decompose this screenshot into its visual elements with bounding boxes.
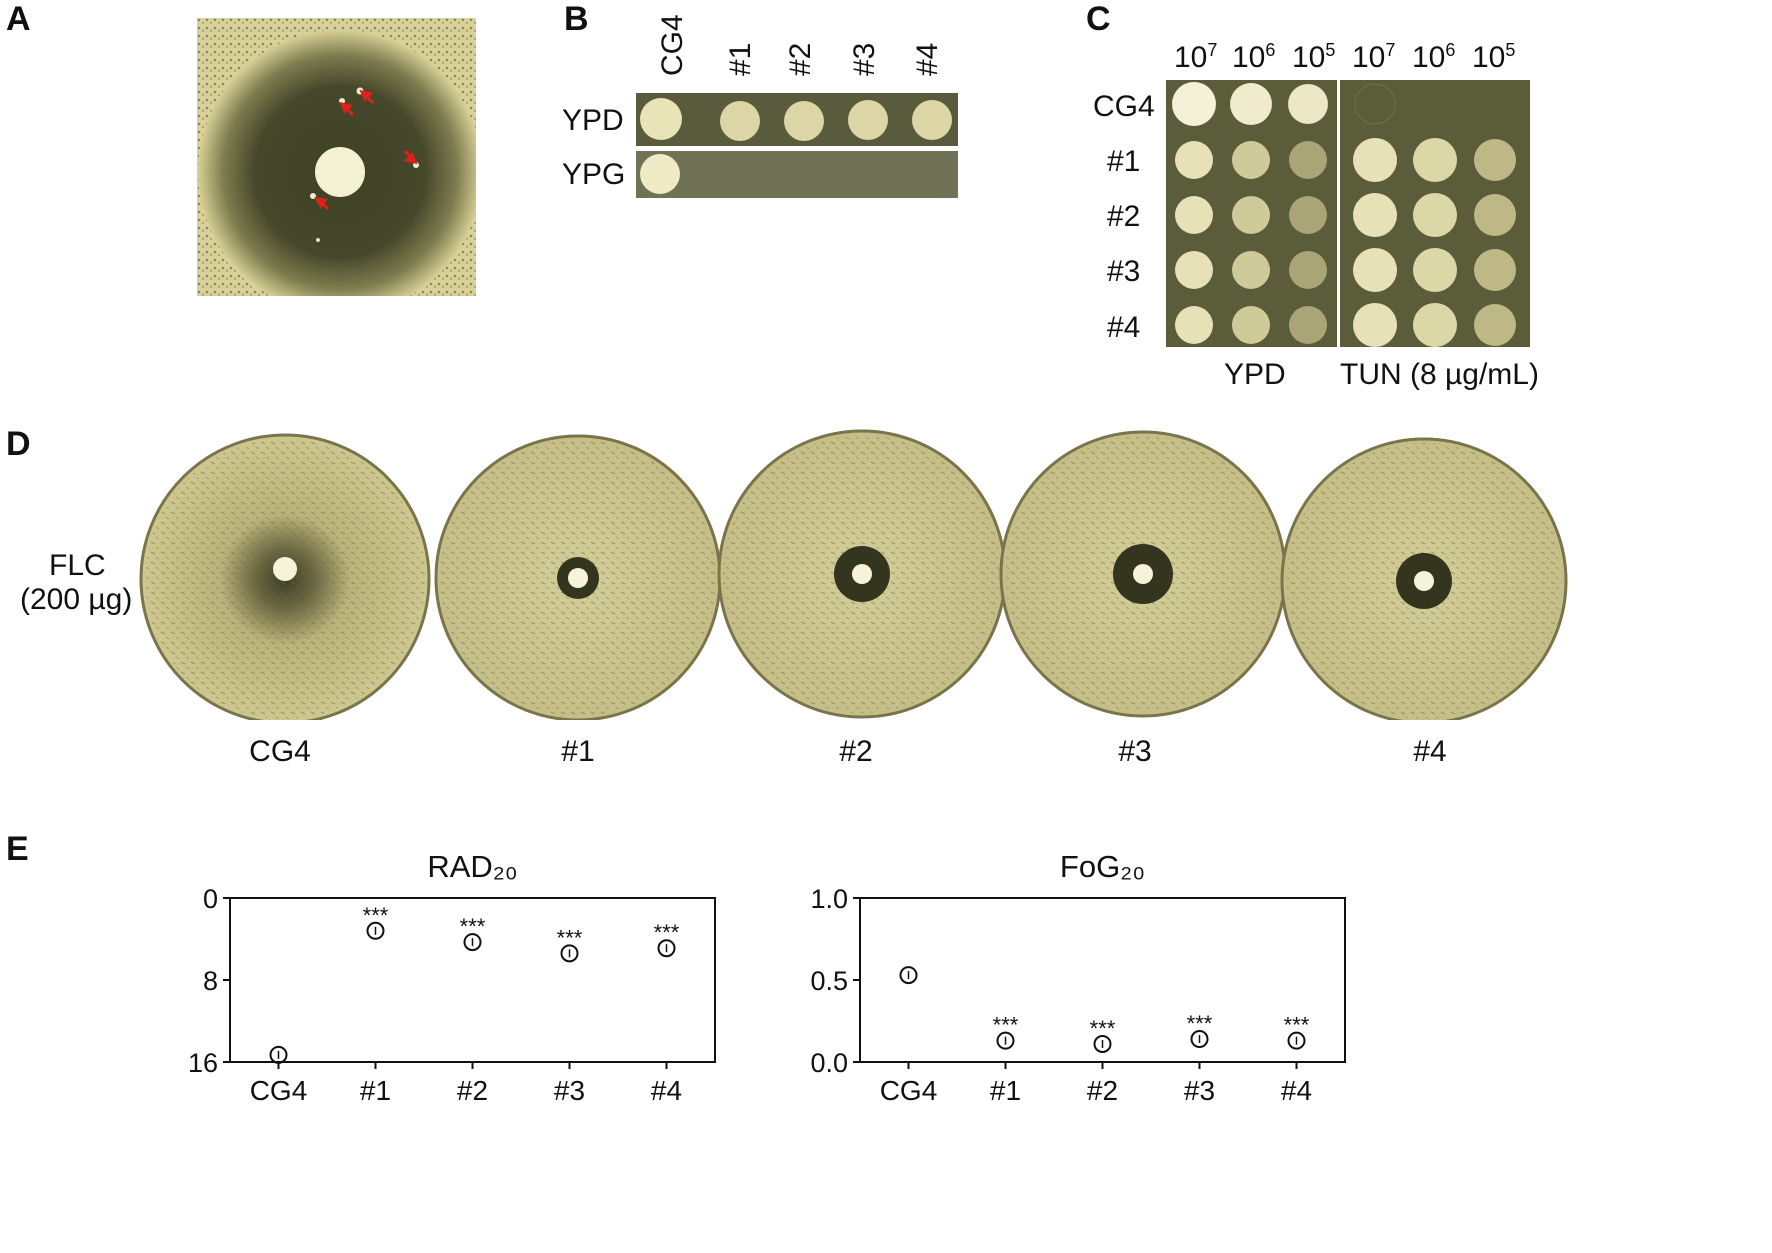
panel-d-drug-label: FLC [49,549,106,582]
fog20-xtick-label: #1 [990,1075,1021,1106]
fog20-ytick-label: 1.0 [810,884,848,914]
panel-c-dilution: 107 [1174,40,1218,74]
rad20-xtick-label: CG4 [250,1075,308,1106]
panel-d-strain-label: #3 [1118,735,1152,768]
rad20-xtick-label: #1 [360,1075,391,1106]
panel-c-row-label: #2 [1107,200,1141,233]
plate-2 [717,429,1007,719]
rad20-ytick-label: 16 [188,1048,218,1078]
panel-c-dilution: 106 [1412,40,1456,74]
fog20-point [1190,1030,1209,1049]
fog20-significance-label: *** [1187,1011,1213,1036]
rad20-point [269,1045,288,1064]
rad20-significance-label: *** [557,925,583,950]
panel-c-tun-plate [1340,80,1530,347]
rad20-significance-label: *** [654,920,680,945]
fog20-point [996,1031,1015,1050]
panel-c-row-label: #4 [1107,311,1141,344]
panel-b-ypg-strip [636,151,958,198]
panel-d-strain-label: CG4 [249,735,311,768]
plate-3 [999,430,1287,718]
panel-b-row-label: YPG [562,158,626,191]
fog20-xtick-label: #2 [1087,1075,1118,1106]
fog20-xtick-label: #3 [1184,1075,1215,1106]
fog20-significance-label: *** [1284,1013,1310,1038]
rad20-significance-label: *** [363,903,389,928]
plate-cg4 [139,433,431,725]
rad20-point [366,921,385,940]
rad20-point [463,933,482,952]
panel-d-strain-label: #2 [839,735,873,768]
panel-b-ypd-strip [636,93,958,146]
panel-b-col-label: #1 [724,42,757,76]
panel-d-strain-label: #4 [1413,735,1447,768]
panel-b-letter: B [564,0,589,38]
panel-e-letter: E [6,830,29,868]
panel-b-row-label: YPD [562,104,624,137]
panel-d-strain-label: #1 [561,735,595,768]
panel-d-dose-label: (200 µg) [20,583,133,616]
rad20-significance-label: *** [460,914,486,939]
rad20-ytick-label: 0 [203,884,218,914]
panel-a-letter: A [6,0,31,38]
rad20-xtick-label: #3 [554,1075,585,1106]
panel-c-letter: C [1086,0,1111,38]
fog20-point [899,966,918,985]
panel-c-medium-label: TUN (8 µg/mL) [1340,358,1539,391]
panel-c-row-label: #1 [1107,145,1141,178]
panel-c-dilution: 107 [1352,40,1396,74]
fog20-ytick-label: 0.5 [810,966,848,996]
panel-c-ypd-plate [1166,80,1337,347]
panel-c-dilution: 106 [1232,40,1276,74]
fog20-xtick-label: #4 [1281,1075,1312,1106]
rad20-xtick-label: #4 [651,1075,682,1106]
panel-a-plate-image [197,18,482,314]
plate-4 [1280,437,1568,725]
panel-c-medium-label: YPD [1224,358,1286,391]
panel-c-row-label: CG4 [1093,90,1155,123]
fog20-ytick-label: 0.0 [810,1048,848,1078]
rad20-title: RAD₂₀ [427,849,517,884]
panel-d-letter: D [6,425,31,463]
fog20-xtick-label: CG4 [880,1075,938,1106]
panel-b-col-label: CG4 [656,14,689,76]
rad20-point [657,939,676,958]
fog20-significance-label: *** [993,1013,1019,1038]
fog20-title: FoG₂₀ [1060,849,1145,884]
fog20-point [1287,1031,1306,1050]
fog20-point [1093,1034,1112,1053]
fog20-significance-label: *** [1090,1016,1116,1041]
rad20-xtick-label: #2 [457,1075,488,1106]
panel-b-col-label: #2 [784,42,817,76]
rad20-ytick-label: 8 [203,966,218,996]
panel-b-col-label: #4 [911,42,944,76]
rad20-point [560,944,579,963]
panel-c-dilution: 105 [1472,40,1516,74]
panel-c-row-label: #3 [1107,255,1141,288]
plate-1 [434,434,722,722]
panel-c-dilution: 105 [1292,40,1336,74]
panel-b-col-label: #3 [848,42,881,76]
